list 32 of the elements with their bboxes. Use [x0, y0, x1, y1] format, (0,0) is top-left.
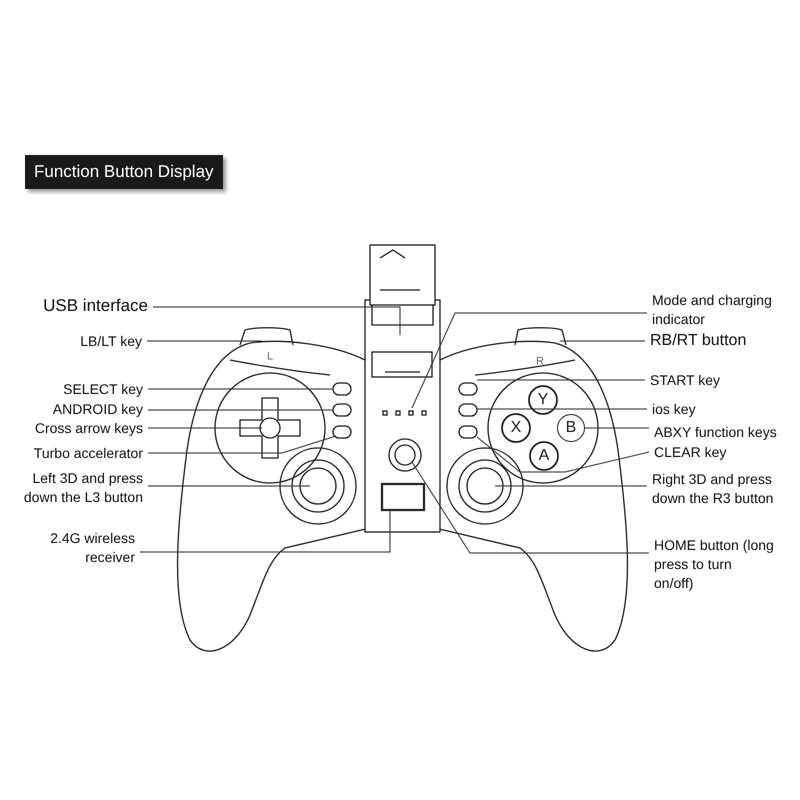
button-letter: Y	[538, 392, 548, 408]
side-letter: R	[536, 356, 544, 368]
callout-label: HOME button (long press to turn on/off)	[654, 536, 774, 593]
side-letter: L	[266, 352, 274, 362]
callout-label: RB/RT button	[650, 331, 790, 350]
callout-label: 2.4G wireless receiver	[15, 529, 135, 567]
callout-label: SELECT key	[23, 380, 143, 399]
leader-line	[476, 408, 648, 410]
callout-label: ABXY function keys	[654, 423, 794, 442]
title-banner: Function Button Display	[25, 155, 223, 189]
callout-label: ios key	[652, 400, 772, 419]
callout-label: Cross arrow keys	[13, 419, 143, 438]
leader-line	[476, 436, 650, 472]
callout-label: LB/LT key	[22, 332, 142, 351]
leader-line	[146, 340, 262, 342]
leader-line	[148, 388, 334, 390]
callout-label: CLEAR key	[654, 443, 774, 462]
callout-label: USB interface	[8, 296, 148, 315]
button-letter: A	[538, 448, 550, 464]
callout-label: Left 3D and press down the L3 button	[3, 469, 143, 507]
callout-label: Right 3D and press down the R3 button	[652, 470, 792, 508]
leader-line	[560, 340, 646, 342]
callout-label: Turbo accelerator	[13, 444, 143, 463]
leader-line	[412, 462, 650, 554]
leader-line	[412, 312, 648, 408]
button-letter: X	[510, 420, 522, 436]
leader-line	[148, 436, 336, 454]
leader-line	[140, 510, 390, 552]
callout-label: START key	[650, 371, 770, 390]
leader-line	[152, 306, 400, 336]
callout-label: ANDROID key	[23, 400, 143, 419]
callout-label: Mode and charging indicator	[652, 291, 792, 329]
